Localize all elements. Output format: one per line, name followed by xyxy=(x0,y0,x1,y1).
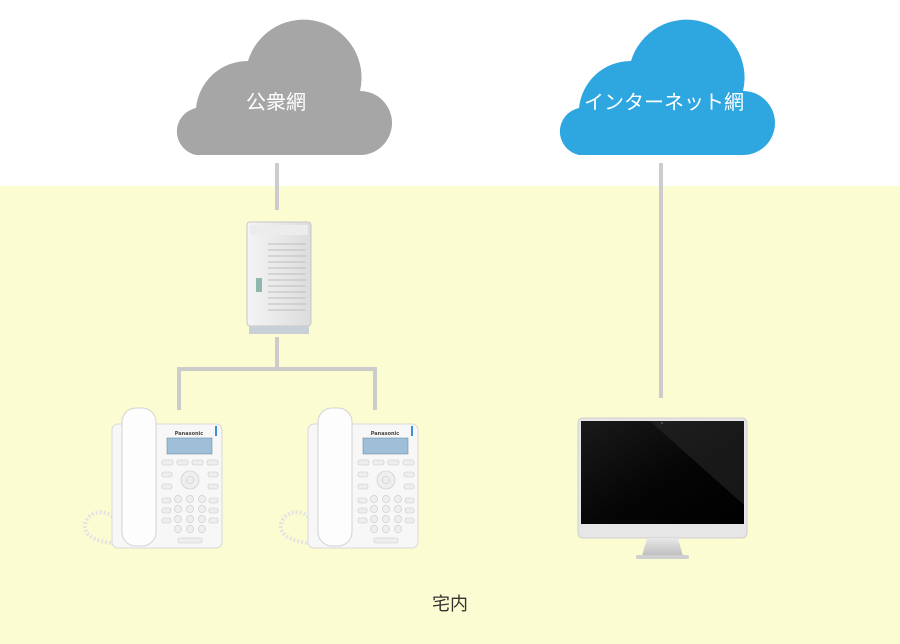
internet-cloud xyxy=(559,19,775,156)
phone-2-brand: Panasonic xyxy=(371,431,400,437)
line-pbx-branch xyxy=(177,367,377,410)
ip-phone-2-icon: Panasonic xyxy=(278,407,419,549)
internet-network-label: インターネット網 xyxy=(584,90,744,114)
public-network-cloud xyxy=(176,19,392,156)
connection-lines xyxy=(177,163,663,410)
phone-1-brand: Panasonic xyxy=(175,431,204,437)
indoor-label: 宅内 xyxy=(432,594,468,615)
ip-phone-1-icon: Panasonic xyxy=(82,407,223,549)
pc-monitor-icon xyxy=(577,417,748,559)
pbx-unit-icon xyxy=(246,221,312,334)
public-network-label: 公衆網 xyxy=(246,90,306,114)
